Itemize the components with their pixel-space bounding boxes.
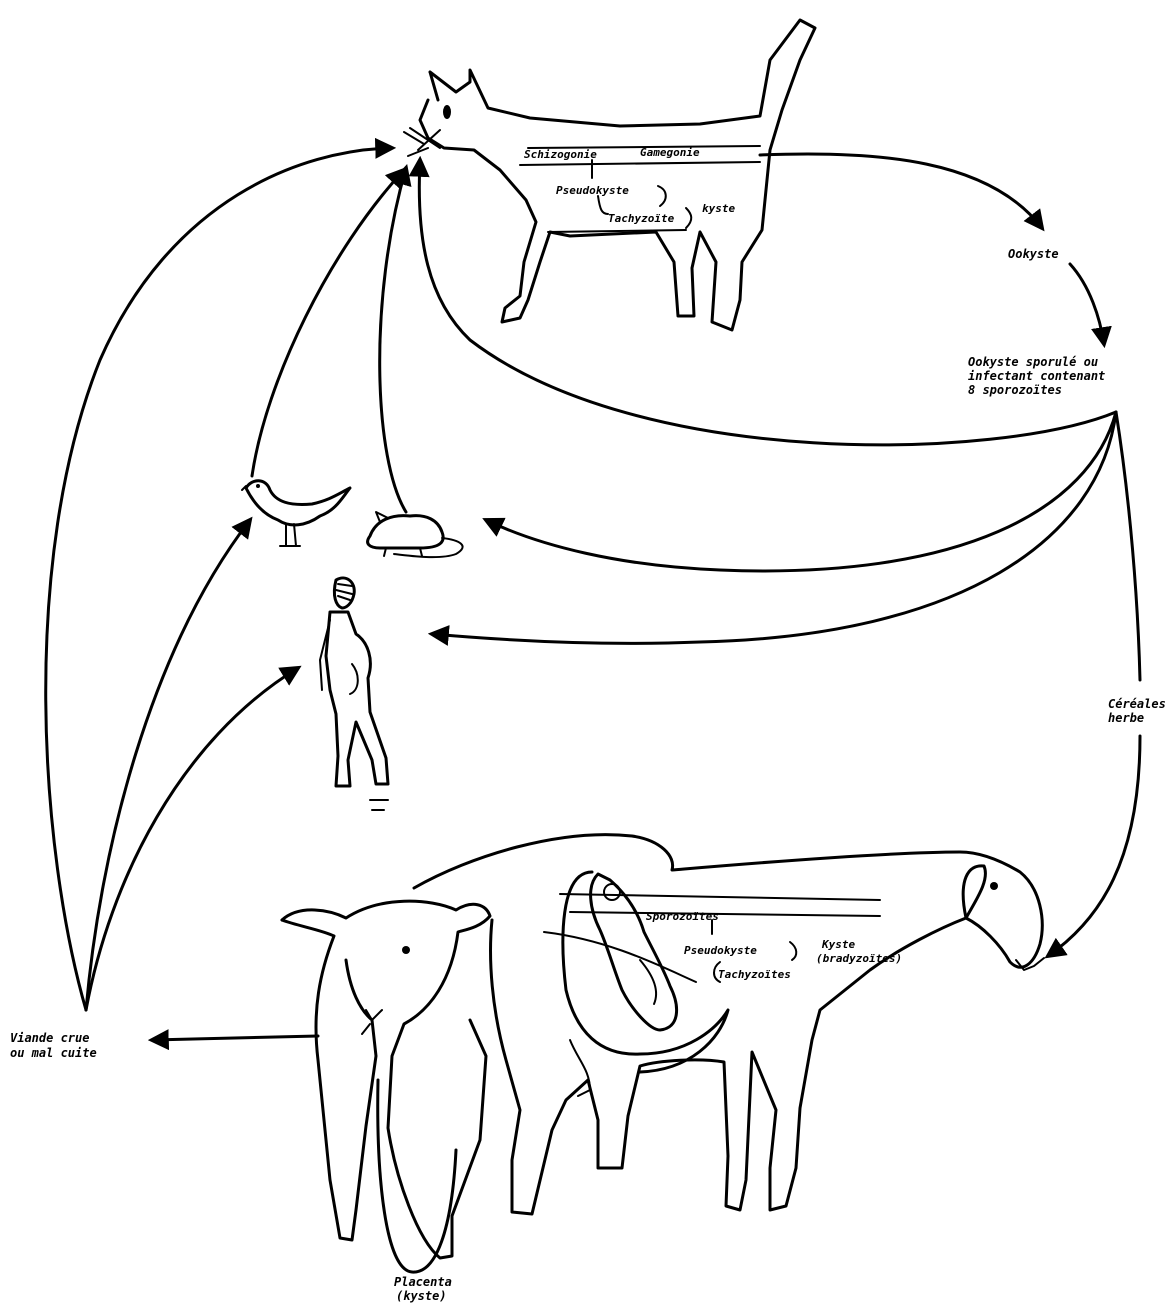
cat-drawing bbox=[404, 20, 815, 330]
schizogonie-label: Schizogonie bbox=[524, 148, 597, 161]
arrow-mouse-to-cat bbox=[380, 168, 406, 512]
placenta-label: Placenta (kyste) bbox=[394, 1275, 452, 1303]
cereales-herbe-label: Céréales herbe bbox=[1108, 697, 1166, 725]
svg-text:Céréales: Céréales bbox=[1108, 697, 1166, 711]
sheep-kyste-label: Kyste bbox=[821, 938, 855, 951]
sporozoites-label: Sporozoïtes bbox=[646, 910, 719, 923]
svg-text:(kyste): (kyste) bbox=[396, 1289, 447, 1303]
pregnant-woman-drawing bbox=[320, 578, 388, 810]
cat-tachyzoite-label: Tachyzoïte bbox=[608, 212, 675, 225]
sheep-tachyzoites-label: Tachyzoïtes bbox=[718, 968, 791, 981]
oocyste-label: Ookyste bbox=[1008, 247, 1059, 261]
sheep-bradyzoites-label: (bradyzoïtes) bbox=[816, 952, 902, 965]
cat-kyste-label: kyste bbox=[702, 202, 735, 215]
svg-text:herbe: herbe bbox=[1108, 711, 1144, 725]
arrow-sheep-to-meat bbox=[152, 1036, 318, 1040]
arrow-sporulated-to-woman bbox=[432, 412, 1116, 643]
svg-text:8 sporozoïtes: 8 sporozoïtes bbox=[968, 383, 1062, 397]
sheep-pseudokyste-label: Pseudokyste bbox=[684, 944, 757, 957]
svg-text:Viande crue: Viande crue bbox=[10, 1031, 89, 1045]
cat-pseudokyste-label: Pseudokyste bbox=[556, 184, 629, 197]
sheep-front-drawing bbox=[282, 901, 490, 1272]
arrow-sporulated-to-cat bbox=[419, 160, 1116, 445]
arrow-oocyst-to-sporulated bbox=[1070, 264, 1104, 344]
sheep-side-drawing bbox=[414, 835, 1044, 1214]
sporulated-oocyst-label: Ookyste sporulé ou infectant contenant 8… bbox=[968, 355, 1105, 397]
arrow-cat-to-oocyst bbox=[760, 154, 1042, 228]
mouse-drawing bbox=[368, 512, 463, 557]
arrow-meat-to-bird bbox=[86, 520, 250, 1010]
arrow-meat-to-woman bbox=[86, 668, 298, 1010]
svg-text:Ookyste sporulé ou: Ookyste sporulé ou bbox=[968, 355, 1098, 369]
gamegonie-label: Gamegonie bbox=[640, 146, 700, 159]
svg-text:infectant contenant: infectant contenant bbox=[968, 369, 1105, 383]
svg-text:Placenta: Placenta bbox=[394, 1275, 452, 1289]
viande-crue-label: Viande crue ou mal cuite bbox=[10, 1031, 97, 1060]
bird-drawing bbox=[242, 481, 350, 546]
svg-text:ou mal cuite: ou mal cuite bbox=[10, 1046, 97, 1060]
